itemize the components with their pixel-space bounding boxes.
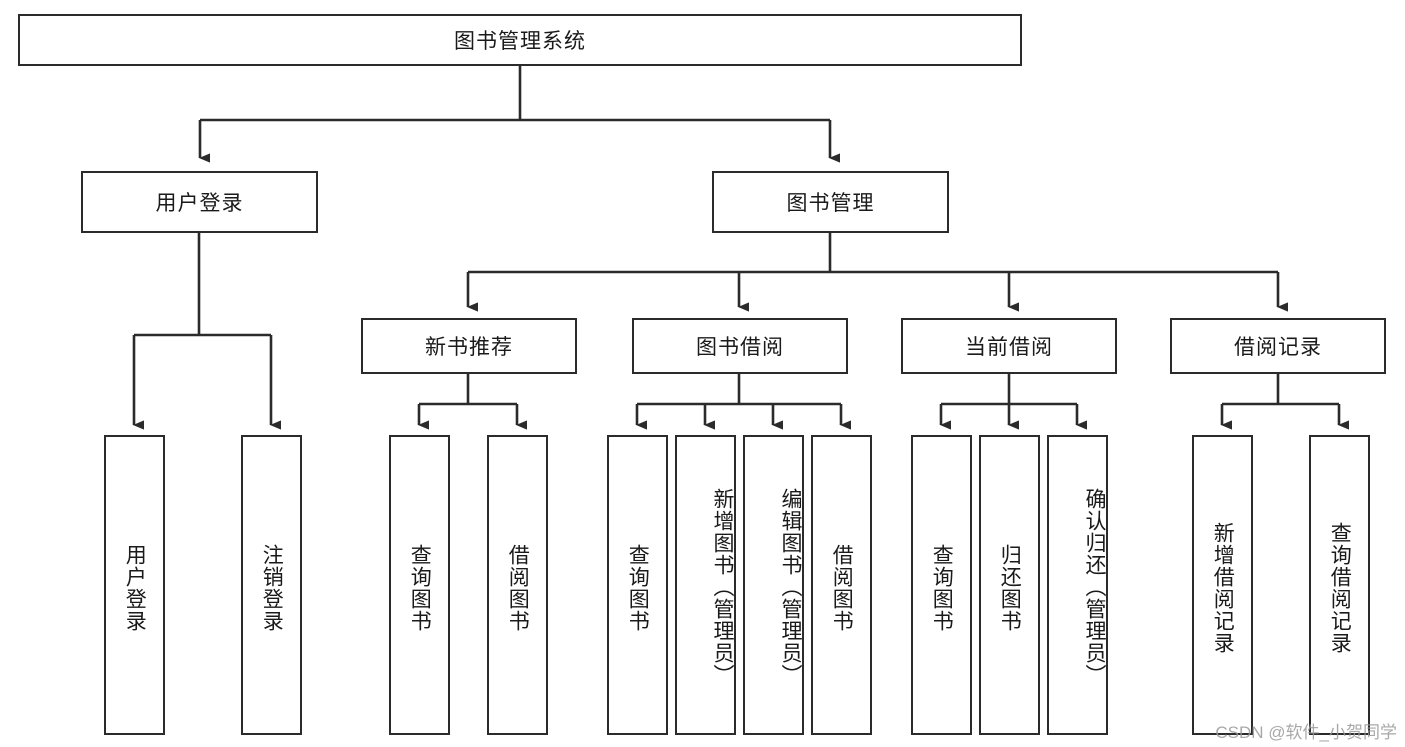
node-user-login[interactable]: 用户登录 bbox=[81, 171, 318, 233]
node-label: 借阅图书 bbox=[830, 544, 854, 632]
leaf-borrow-borrow-book[interactable]: 借阅图书 bbox=[811, 435, 872, 735]
node-book-management[interactable]: 图书管理 bbox=[712, 171, 949, 233]
node-label: 新书推荐 bbox=[425, 336, 513, 359]
node-label: 查询图书 bbox=[626, 544, 650, 632]
leaf-current-confirm-return-admin[interactable]: 确认归还（管理员） bbox=[1047, 435, 1108, 735]
node-label: 查询图书 bbox=[408, 544, 432, 632]
node-label: 确认归还（管理员） bbox=[1083, 488, 1106, 686]
node-root-book-management-system[interactable]: 图书管理系统 bbox=[18, 14, 1022, 66]
node-label: 图书管理 bbox=[786, 192, 875, 215]
node-label: 编辑图书（管理员） bbox=[779, 488, 802, 686]
node-label: 新增借阅记录 bbox=[1211, 522, 1235, 654]
node-label: 查询借阅记录 bbox=[1328, 522, 1352, 654]
node-label: 图书借阅 bbox=[696, 336, 784, 359]
node-borrow-record[interactable]: 借阅记录 bbox=[1170, 318, 1386, 374]
node-label: 查询图书 bbox=[930, 544, 954, 632]
node-label: 注销登录 bbox=[260, 544, 284, 632]
leaf-borrow-edit-book-admin[interactable]: 编辑图书（管理员） bbox=[743, 435, 804, 735]
leaf-borrow-add-book-admin[interactable]: 新增图书（管理员） bbox=[675, 435, 736, 735]
node-label: 图书管理系统 bbox=[454, 30, 586, 53]
node-label: 用户登录 bbox=[123, 544, 147, 632]
leaf-record-add[interactable]: 新增借阅记录 bbox=[1192, 435, 1253, 735]
node-label: 用户登录 bbox=[155, 192, 244, 215]
node-label: 新增图书（管理员） bbox=[711, 488, 734, 686]
node-book-borrow[interactable]: 图书借阅 bbox=[632, 318, 848, 374]
node-new-book-recommend[interactable]: 新书推荐 bbox=[361, 318, 577, 374]
leaf-new-book-borrow[interactable]: 借阅图书 bbox=[487, 435, 548, 735]
leaf-new-book-query[interactable]: 查询图书 bbox=[389, 435, 450, 735]
node-label: 借阅记录 bbox=[1234, 336, 1322, 359]
leaf-user-login[interactable]: 用户登录 bbox=[104, 435, 165, 735]
leaf-logout[interactable]: 注销登录 bbox=[241, 435, 302, 735]
leaf-current-query-book[interactable]: 查询图书 bbox=[911, 435, 972, 735]
node-label: 当前借阅 bbox=[965, 336, 1053, 359]
leaf-current-return-book[interactable]: 归还图书 bbox=[979, 435, 1040, 735]
node-label: 归还图书 bbox=[998, 544, 1022, 632]
csdn-watermark: CSDN @软件_小贺同学 bbox=[1215, 723, 1397, 742]
node-label: 借阅图书 bbox=[506, 544, 530, 632]
leaf-record-query[interactable]: 查询借阅记录 bbox=[1309, 435, 1370, 735]
node-current-borrow[interactable]: 当前借阅 bbox=[901, 318, 1117, 374]
leaf-borrow-query-book[interactable]: 查询图书 bbox=[607, 435, 668, 735]
